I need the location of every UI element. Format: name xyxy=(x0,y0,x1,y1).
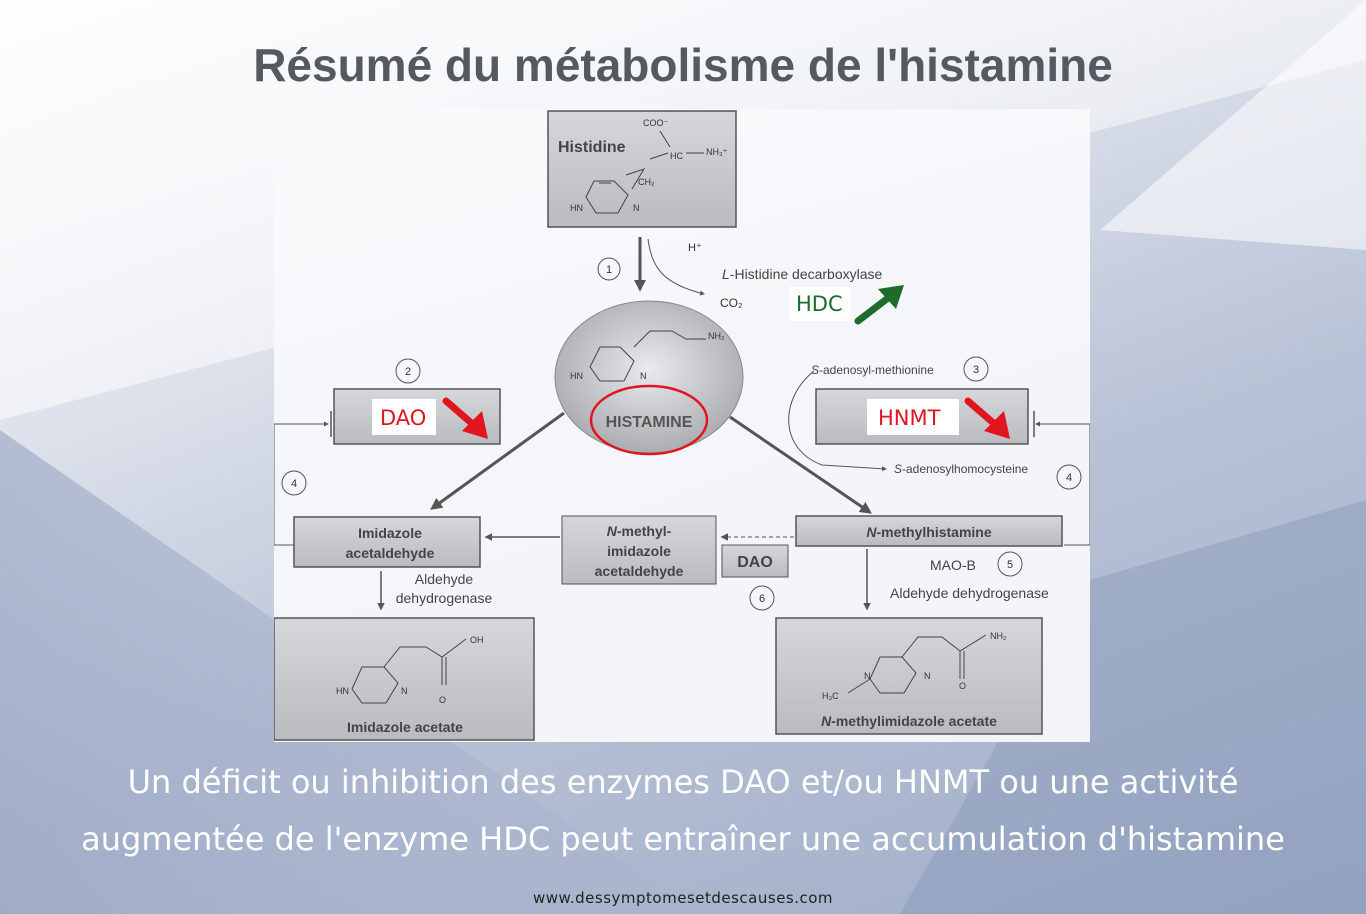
svg-text:HN: HN xyxy=(570,203,583,213)
svg-text:N-methylhistamine: N-methylhistamine xyxy=(866,524,991,540)
histamine-metabolism-diagram: Histidine COO⁻ HC NH₃⁺ CH₂ HN N H⁺ 1 L-H… xyxy=(274,110,1090,741)
aldehyde-dh-left-line2: dehydrogenase xyxy=(396,590,493,606)
dao-label: DAO xyxy=(380,406,426,430)
svg-text:CH₂: CH₂ xyxy=(638,177,655,187)
hdc-up-arrow-icon xyxy=(854,285,904,325)
svg-text:OH: OH xyxy=(470,635,484,645)
aldehyde-dh-right-label: Aldehyde dehydrogenase xyxy=(890,585,1049,601)
svg-text:N: N xyxy=(924,671,931,681)
step4-number-right: 4 xyxy=(1056,464,1082,490)
imidazole-acetate-box: OH O HN N Imidazole acetate xyxy=(274,617,535,741)
svg-text:HN: HN xyxy=(570,371,583,381)
hdc-enzyme-name: L-Histidine decarboxylase xyxy=(722,266,883,282)
svg-text:acetaldehyde: acetaldehyde xyxy=(595,563,684,579)
mao-b-label: MAO-B xyxy=(930,557,976,573)
svg-text:Imidazole acetate: Imidazole acetate xyxy=(347,719,463,735)
svg-text:N: N xyxy=(864,671,871,681)
histidine-label: Histidine xyxy=(558,139,626,156)
svg-text:4: 4 xyxy=(291,478,297,490)
svg-text:H₃C: H₃C xyxy=(822,691,839,701)
svg-text:N: N xyxy=(401,686,408,696)
n-methylhistamine-box: N-methylhistamine xyxy=(795,515,1063,547)
n-methyl-imidazole-acetaldehyde-box: N-methyl- imidazole acetaldehyde xyxy=(561,515,717,585)
svg-text:NH₃⁺: NH₃⁺ xyxy=(706,147,728,157)
hnmt-label: HNMT xyxy=(878,406,941,430)
svg-text:NH₂: NH₂ xyxy=(708,331,725,341)
svg-text:DAO: DAO xyxy=(737,554,773,571)
svg-text:3: 3 xyxy=(973,364,979,376)
svg-text:HN: HN xyxy=(336,686,349,696)
svg-text:HC: HC xyxy=(670,151,683,161)
histamine-label: HISTAMINE xyxy=(606,414,693,431)
caption-line-1: Un déficit ou inhibition des enzymes DAO… xyxy=(127,763,1239,801)
svg-text:acetaldehyde: acetaldehyde xyxy=(346,545,435,561)
svg-text:N-methyl-: N-methyl- xyxy=(607,523,672,539)
histidine-box: Histidine COO⁻ HC NH₃⁺ CH₂ HN N xyxy=(547,110,737,228)
caption-line-2: augmentée de l'enzyme HDC peut entraîner… xyxy=(81,820,1285,858)
diagram-panel: Histidine COO⁻ HC NH₃⁺ CH₂ HN N H⁺ 1 L-H… xyxy=(274,109,1090,742)
step1-number: 1 xyxy=(597,257,621,281)
svg-text:NH₂: NH₂ xyxy=(990,631,1007,641)
sam-label: S-adenosyl-methionine xyxy=(811,363,934,377)
svg-text:N: N xyxy=(633,203,640,213)
step3-number: 3 xyxy=(963,356,989,382)
page-title: Résumé du métabolisme de l'histamine xyxy=(253,39,1113,91)
svg-text:4: 4 xyxy=(1066,472,1072,484)
step5-number: 5 xyxy=(997,551,1023,577)
histamine-highlight-circle xyxy=(589,384,709,456)
dao-down-arrow-icon xyxy=(442,397,488,439)
svg-text:CO₂: CO₂ xyxy=(720,296,743,310)
histamine-node: NH₂ HN N HISTAMINE xyxy=(554,300,744,456)
svg-text:imidazole: imidazole xyxy=(607,543,671,559)
hnmt-down-arrow-icon xyxy=(964,397,1010,439)
step6-number: 6 xyxy=(749,585,775,611)
svg-text:1: 1 xyxy=(606,264,612,276)
svg-text:N-methylimidazole acetate: N-methylimidazole acetate xyxy=(821,713,997,729)
step6-dao-box: DAO xyxy=(721,544,789,578)
svg-text:N: N xyxy=(640,371,647,381)
svg-text:2: 2 xyxy=(405,366,411,378)
aldehyde-dh-left-line1: Aldehyde xyxy=(415,571,474,587)
svg-text:O: O xyxy=(959,681,966,691)
hdc-label: HDC xyxy=(796,292,843,316)
website-url: www.dessymptomesetdescauses.com xyxy=(532,889,834,907)
svg-text:COO⁻: COO⁻ xyxy=(643,118,669,128)
svg-text:H⁺: H⁺ xyxy=(688,242,702,254)
n-methylimidazole-acetate-box: NH₂ O H₃C N N N-methylimidazole acetate xyxy=(775,617,1043,735)
svg-text:5: 5 xyxy=(1007,559,1013,571)
svg-text:O: O xyxy=(439,695,446,705)
sah-label: S-adenosylhomocysteine xyxy=(894,462,1028,476)
svg-text:6: 6 xyxy=(759,593,765,605)
svg-text:Imidazole: Imidazole xyxy=(358,525,422,541)
step2-number: 2 xyxy=(395,358,421,384)
step4-number-left: 4 xyxy=(281,470,307,496)
imidazole-acetaldehyde-box: Imidazole acetaldehyde xyxy=(293,516,481,568)
